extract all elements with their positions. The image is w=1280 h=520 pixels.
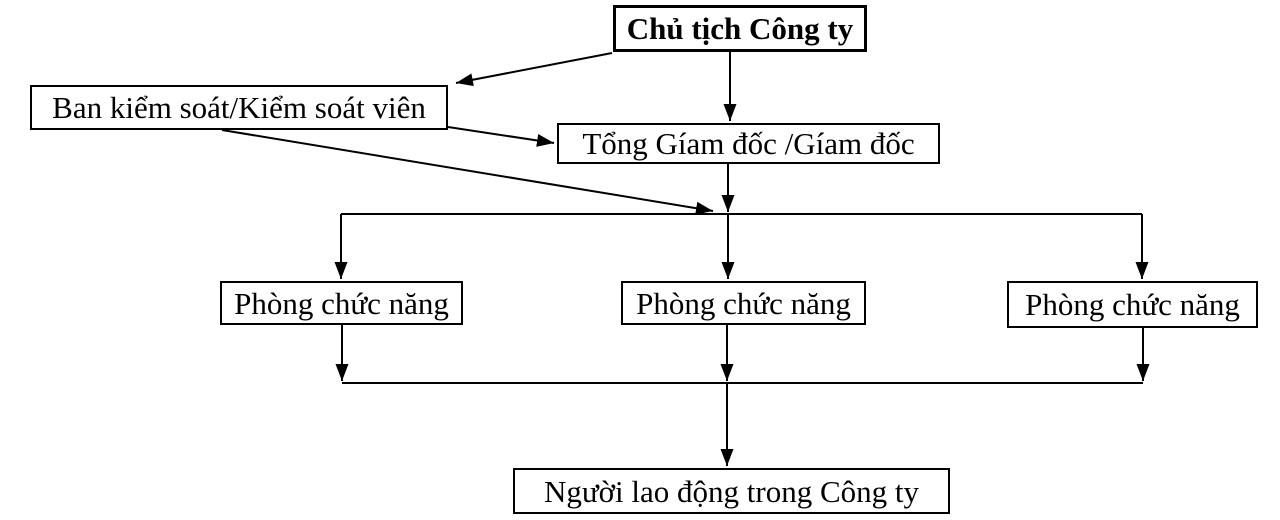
edge-chairman-supervisory (455, 52, 613, 87)
edge-supervisory-junction (221, 129, 714, 215)
node-chairman: Chủ tịch Công ty (613, 5, 867, 52)
node-functional-dept-1: Phòng chức năng (220, 281, 463, 325)
node-supervisory-board: Ban kiểm soát/Kiểm soát viên (30, 85, 448, 130)
node-general-director: Tổng Gíam đốc /Gíam đốc (557, 123, 940, 164)
edge-supervisory-director (447, 126, 555, 147)
node-functional-dept-2: Phòng chức năng (621, 281, 866, 325)
node-company-workers: Người lao động trong Công ty (513, 468, 950, 514)
node-functional-dept-3: Phòng chức năng (1007, 281, 1258, 328)
